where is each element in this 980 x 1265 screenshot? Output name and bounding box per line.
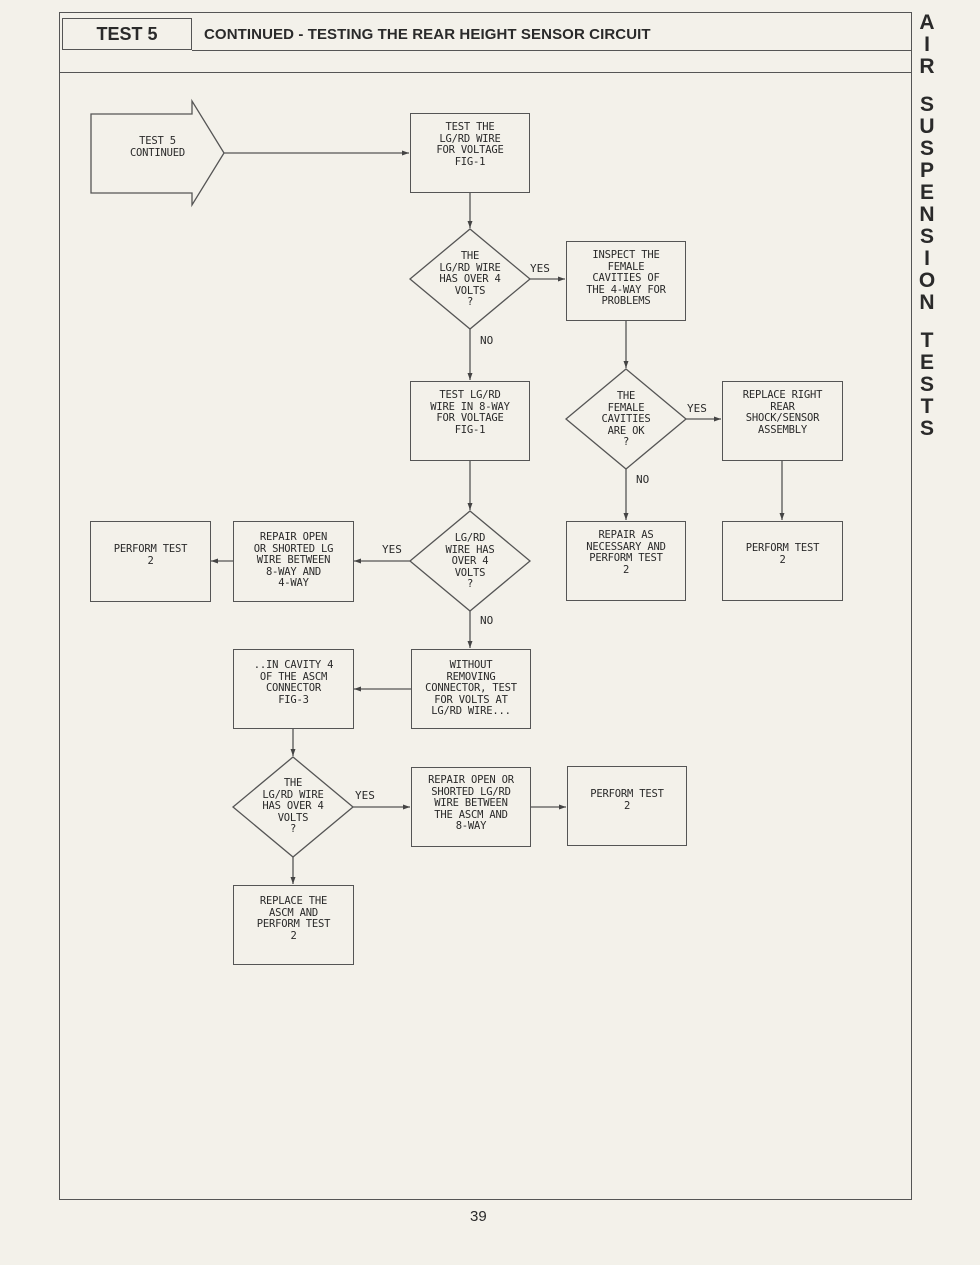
page-number: 39 (470, 1208, 487, 1225)
replace-right-rear-box: REPLACE RIGHT REAR SHOCK/SENSOR ASSEMBLY (722, 381, 843, 461)
yes-label: YES (355, 789, 375, 802)
side-letter: I (924, 247, 930, 270)
decision-text: LG/RD WIRE HAS OVER 4 VOLTS ? (445, 532, 495, 590)
side-letter: S (919, 93, 934, 116)
side-letter: S (919, 417, 934, 440)
repair-as-necessary-box: REPAIR AS NECESSARY AND PERFORM TEST 2 (566, 521, 686, 601)
side-letter: N (919, 291, 935, 314)
perform-test-2-bottom-box: PERFORM TEST 2 (567, 766, 687, 846)
side-letter: S (919, 225, 934, 248)
side-letter: A (919, 11, 935, 34)
cavity-4-ascm-box: ..IN CAVITY 4 OF THE ASCM CONNECTOR FIG-… (233, 649, 354, 729)
decision-text: THE LG/RD WIRE HAS OVER 4 VOLTS ? (262, 777, 324, 835)
replace-ascm-box: REPLACE THE ASCM AND PERFORM TEST 2 (233, 885, 354, 965)
test-label: TEST 5 (62, 18, 192, 50)
test-8way-box: TEST LG/RD WIRE IN 8-WAY FOR VOLTAGE FIG… (410, 381, 530, 461)
side-letter: I (924, 33, 930, 56)
no-label: NO (480, 614, 494, 627)
perform-test-2-right-box: PERFORM TEST 2 (722, 521, 843, 601)
header-rule (59, 72, 912, 73)
side-letter: S (919, 373, 934, 396)
repair-ascm-wire-box: REPAIR OPEN OR SHORTED LG/RD WIRE BETWEE… (411, 767, 531, 847)
side-letter: R (919, 55, 935, 78)
decision-text: THE LG/RD WIRE HAS OVER 4 VOLTS ? (439, 250, 501, 308)
yes-label: YES (687, 402, 707, 415)
yes-label: YES (530, 262, 550, 275)
side-letter: T (920, 329, 934, 352)
repair-open-lg-box: REPAIR OPEN OR SHORTED LG WIRE BETWEEN 8… (233, 521, 354, 602)
no-label: NO (636, 473, 650, 486)
decision-text: THE FEMALE CAVITIES ARE OK ? (601, 390, 651, 448)
side-letter: T (920, 395, 934, 418)
side-tab: A I R S U S P E N S I O N T E S T S (915, 12, 939, 440)
yes-label: YES (382, 543, 402, 556)
inspect-cavities-box: INSPECT THE FEMALE CAVITIES OF THE 4-WAY… (566, 241, 686, 321)
side-letter: E (919, 181, 934, 204)
side-letter: O (918, 269, 936, 292)
side-letter: P (919, 159, 934, 182)
start-arrow-shape (90, 98, 225, 208)
side-letter: U (919, 115, 935, 138)
test-lgrd-wire-box: TEST THE LG/RD WIRE FOR VOLTAGE FIG-1 (410, 113, 530, 193)
without-removing-box: WITHOUT REMOVING CONNECTOR, TEST FOR VOL… (411, 649, 531, 729)
page-title: CONTINUED - TESTING THE REAR HEIGHT SENS… (204, 26, 651, 43)
perform-test-2-left-box: PERFORM TEST 2 (90, 521, 211, 602)
side-letter: S (919, 137, 934, 160)
no-label: NO (480, 334, 494, 347)
start-label: TEST 5 CONTINUED (129, 135, 186, 159)
side-letter: E (919, 351, 934, 374)
header-underline (192, 50, 912, 51)
side-letter: N (919, 203, 935, 226)
page-frame (59, 12, 912, 1200)
